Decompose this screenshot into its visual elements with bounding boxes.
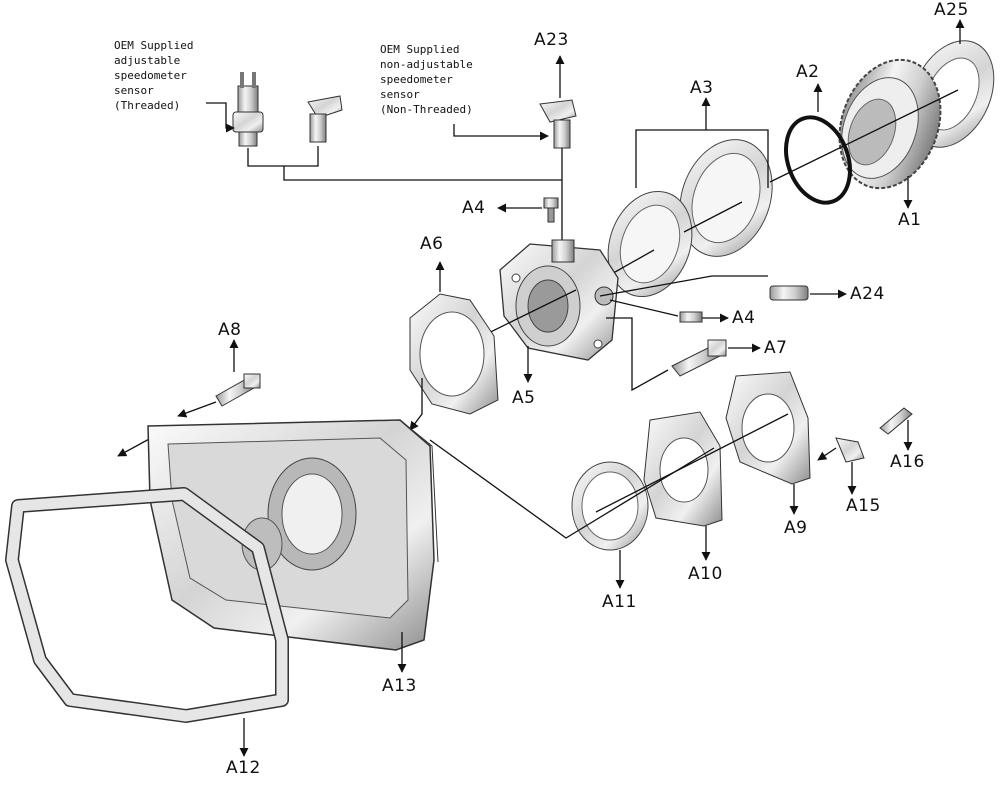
label-a5: A5 — [512, 388, 536, 408]
note-line: sensor — [114, 84, 154, 97]
label-a25: A25 — [934, 0, 969, 20]
a5-adapter-housing-part — [499, 239, 619, 361]
note-line: OEM Supplied — [114, 39, 194, 52]
plate-leader-lines — [429, 413, 913, 589]
a10-plate-part — [643, 411, 723, 527]
a9-plate-part — [725, 371, 811, 485]
adjustable-sensor-part — [232, 72, 264, 147]
note-line: speedometer — [114, 69, 187, 82]
label-a15: A15 — [846, 496, 881, 516]
a7-bolt-part — [671, 339, 727, 377]
sensor-leader-lines — [206, 55, 565, 250]
non-threaded-sensor-part — [307, 95, 343, 143]
note-line: non-adjustable — [380, 58, 473, 71]
a24-fitting-part — [769, 285, 809, 301]
label-a11: A11 — [602, 592, 637, 612]
non-adjustable-sensor-note: OEM Supplied non-adjustable speedometer … — [380, 42, 473, 117]
a2-snap-ring-part — [784, 115, 852, 205]
ring-axis-lines — [607, 19, 965, 277]
label-a2: A2 — [796, 62, 820, 82]
note-line: (Threaded) — [114, 99, 181, 112]
a13-transfer-case-part — [147, 419, 439, 651]
label-a4-top: A4 — [462, 198, 486, 218]
a23-sensor-part — [539, 99, 577, 149]
label-a1: A1 — [898, 210, 922, 230]
a8-bolt-part — [215, 373, 261, 407]
a15-bracket-part — [835, 437, 865, 463]
label-a16: A16 — [890, 452, 925, 472]
note-line: (Non-Threaded) — [380, 103, 473, 116]
a4-bolt-top-part — [543, 197, 559, 223]
label-a23: A23 — [534, 30, 569, 50]
a6-leader-lines — [409, 261, 445, 431]
a4-bolt-mid-part — [679, 311, 703, 323]
label-a4-mid: A4 — [732, 308, 756, 328]
label-a7: A7 — [764, 338, 788, 358]
label-a24: A24 — [850, 284, 885, 304]
label-a6: A6 — [420, 234, 444, 254]
a3-seal-inner-part — [607, 190, 693, 298]
a16-bolt-part — [879, 407, 913, 435]
note-line: sensor — [380, 88, 420, 101]
label-a9: A9 — [784, 518, 808, 538]
label-a8: A8 — [218, 320, 242, 340]
adjustable-sensor-note: OEM Supplied adjustable speedometer sens… — [114, 38, 193, 113]
note-line: speedometer — [380, 73, 453, 86]
label-a10: A10 — [688, 564, 723, 584]
label-a3: A3 — [690, 78, 714, 98]
label-a12: A12 — [226, 758, 261, 778]
a3-seal-outer-part — [679, 139, 773, 257]
note-line: adjustable — [114, 54, 181, 67]
a11-ring-part — [571, 461, 649, 551]
label-a13: A13 — [382, 676, 417, 696]
a6-gasket-part — [409, 293, 499, 415]
note-line: OEM Supplied — [380, 43, 460, 56]
a12-gasket-part — [5, 487, 289, 723]
